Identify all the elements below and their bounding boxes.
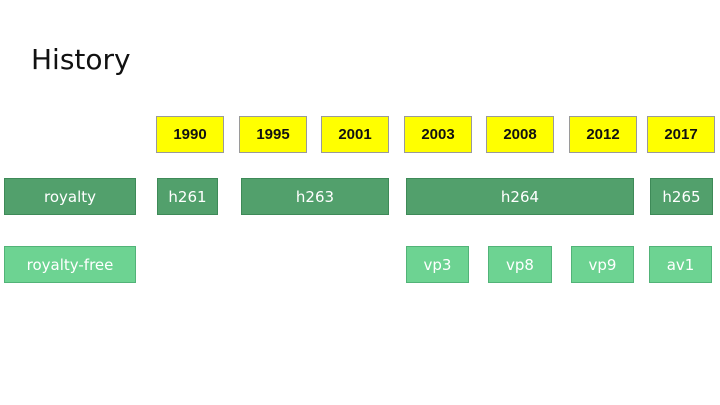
year-1990: 1990 bbox=[156, 116, 224, 153]
year-2008: 2008 bbox=[486, 116, 554, 153]
codec-vp8: vp8 bbox=[488, 246, 552, 283]
year-2012: 2012 bbox=[569, 116, 637, 153]
royalty-row-label: royalty bbox=[4, 178, 136, 215]
year-2001: 2001 bbox=[321, 116, 389, 153]
codec-vp3: vp3 bbox=[406, 246, 469, 283]
royalty-free-row-label: royalty-free bbox=[4, 246, 136, 283]
year-2003: 2003 bbox=[404, 116, 472, 153]
codec-vp9: vp9 bbox=[571, 246, 634, 283]
codec-av1: av1 bbox=[649, 246, 712, 283]
codec-h264: h264 bbox=[406, 178, 634, 215]
year-1995: 1995 bbox=[239, 116, 307, 153]
codec-h261: h261 bbox=[157, 178, 218, 215]
codec-h265: h265 bbox=[650, 178, 713, 215]
codec-h263: h263 bbox=[241, 178, 389, 215]
year-2017: 2017 bbox=[647, 116, 715, 153]
slide-title: History bbox=[31, 43, 131, 76]
